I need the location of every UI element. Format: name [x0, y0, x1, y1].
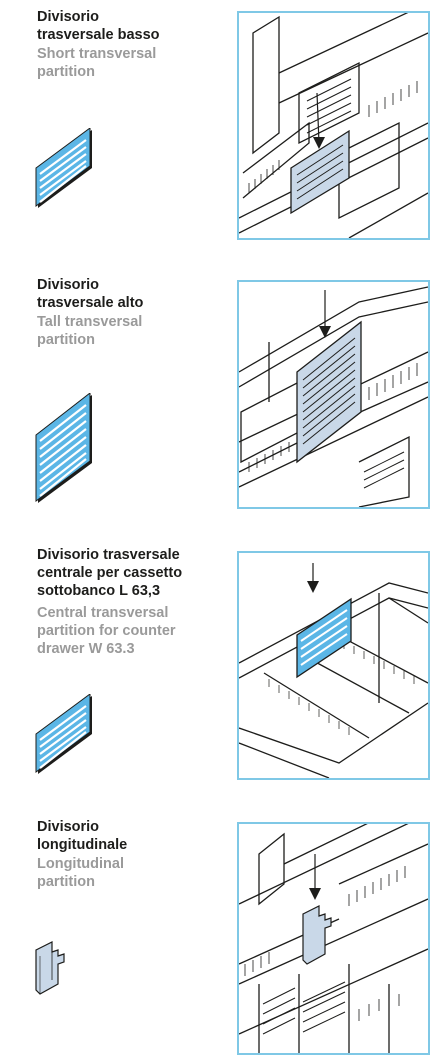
caption-italian: Divisorio trasversale alto	[37, 277, 144, 311]
caption-english: Central transversal partition for counte…	[37, 605, 176, 657]
central-partition-icon	[30, 694, 100, 774]
short-partition-icon	[30, 128, 100, 208]
item-caption: Divisorio trasversale alto Tall transver…	[37, 276, 227, 349]
item-caption: Divisorio trasversale basso Short transv…	[37, 8, 227, 81]
drawer-short-partition-illustration	[237, 11, 430, 240]
caption-english: Longitudinal partition	[37, 856, 124, 890]
item-caption: Divisorio longitudinale Longitudinal par…	[37, 818, 227, 891]
caption-english: Short transversal partition	[37, 46, 157, 80]
drawer-tall-partition-illustration	[237, 280, 430, 509]
caption-italian: Divisorio trasversale basso	[37, 9, 160, 43]
item-caption: Divisorio trasversale centrale per casse…	[37, 546, 227, 658]
caption-italian: Divisorio longitudinale	[37, 819, 128, 853]
caption-italian: Divisorio trasversale centrale per casse…	[37, 547, 183, 599]
tall-partition-icon	[30, 393, 100, 503]
drawer-central-partition-illustration	[237, 551, 430, 780]
longitudinal-partition-icon	[34, 940, 74, 996]
drawer-longitudinal-partition-illustration	[237, 822, 430, 1055]
caption-english: Tall transversal partition	[37, 314, 143, 348]
